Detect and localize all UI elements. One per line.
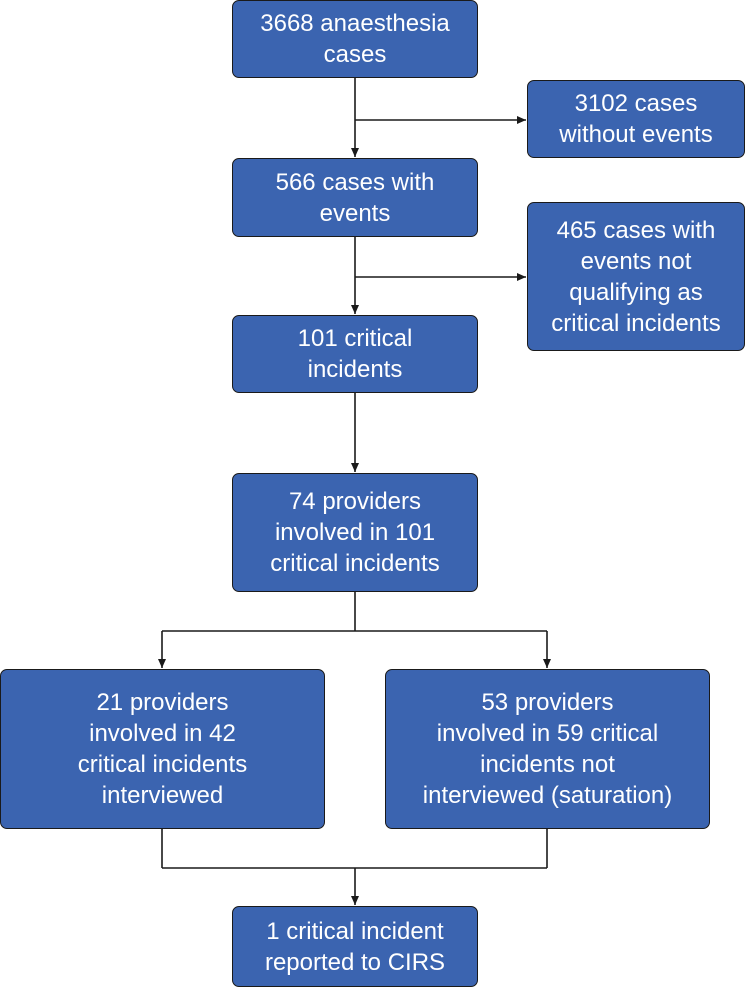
box-not-interviewed-line-1: 53 providers <box>481 689 614 716</box>
box-without-events: 3102 cases without events <box>527 80 745 158</box>
box-not-qualifying-line-1: 465 cases with <box>556 216 716 244</box>
box-without-events-line-1: 3102 cases <box>574 90 698 117</box>
box-providers-involved-line-2: involved in 101 <box>274 519 436 546</box>
box-not-interviewed-line-3: incidents not <box>480 751 615 778</box>
box-providers-involved-line-3: critical incidents <box>270 550 440 577</box>
box-not-interviewed-line-4: interviewed (saturation) <box>422 782 673 809</box>
box-interviewed-line-2: involved in 42 <box>89 720 236 747</box>
box-with-events: 566 cases with events <box>232 158 478 237</box>
box-total-cases: 3668 anaesthesia cases <box>232 0 478 78</box>
box-with-events-line-1: 566 cases with <box>275 168 435 196</box>
box-without-events-line-2: without events <box>559 121 713 148</box>
box-critical-incidents: 101 critical incidents <box>232 315 478 393</box>
box-with-events-line-2: events <box>319 199 391 227</box>
box-not-qualifying-line-4: critical incidents <box>551 309 721 337</box>
box-total-cases-line-2: cases <box>323 41 387 68</box>
box-providers-involved: 74 providers involved in 101 critical in… <box>232 473 478 592</box>
box-critical-incidents-line-2: incidents <box>307 356 403 383</box>
box-interviewed-line-4: interviewed <box>101 782 224 809</box>
box-not-qualifying-line-3: qualifying as <box>569 278 703 306</box>
box-critical-incidents-line-1: 101 critical <box>297 325 413 352</box>
box-total-cases-line-1: 3668 anaesthesia <box>260 10 450 37</box>
box-not-interviewed-line-2: involved in 59 critical <box>436 720 659 747</box>
box-providers-involved-line-1: 74 providers <box>288 488 422 515</box>
box-reported-cirs: 1 critical incident reported to CIRS <box>232 906 478 987</box>
box-interviewed: 21 providers involved in 42 critical inc… <box>0 669 325 829</box>
box-interviewed-line-1: 21 providers <box>96 689 229 716</box>
box-interviewed-line-3: critical incidents <box>77 751 248 778</box>
box-reported-cirs-line-2: reported to CIRS <box>264 948 446 976</box>
box-not-interviewed: 53 providers involved in 59 critical inc… <box>385 669 710 829</box>
box-not-qualifying: 465 cases with events not qualifying as … <box>527 202 745 351</box>
box-not-qualifying-line-2: events not <box>580 247 692 275</box>
box-reported-cirs-line-1: 1 critical incident <box>266 917 444 945</box>
